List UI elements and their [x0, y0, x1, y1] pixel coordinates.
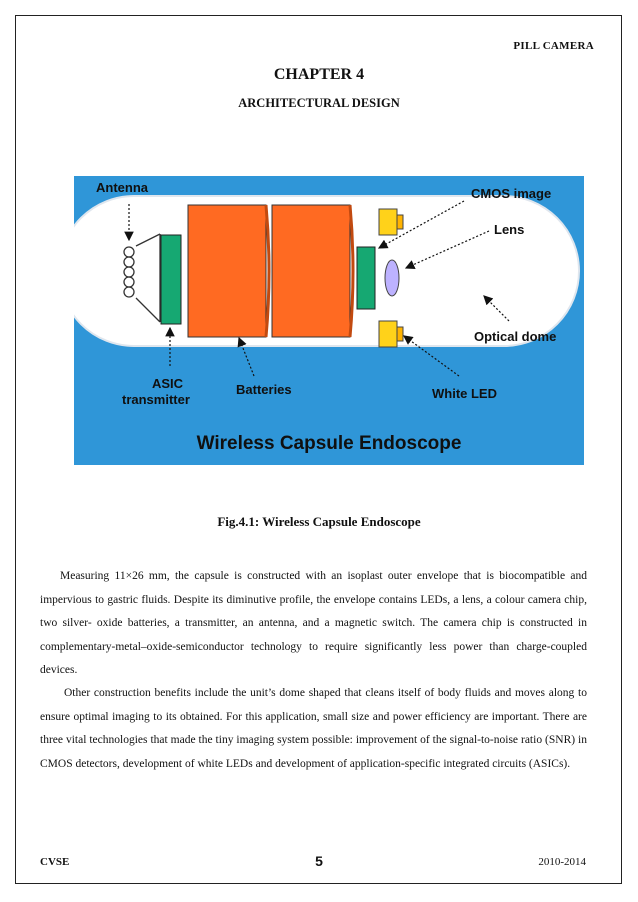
capsule-diagram: Antenna CMOS image Lens Optical dome ASI… — [74, 176, 584, 465]
white-led-top — [378, 208, 404, 236]
white-led-bottom — [378, 320, 404, 348]
page-border — [15, 15, 622, 884]
antenna-coil — [123, 233, 161, 323]
cmos-image-chip — [356, 246, 376, 310]
paragraph-2: Other construction benefits include the … — [40, 682, 587, 776]
asic-chip — [160, 234, 182, 325]
lens-label: Lens — [494, 222, 524, 237]
paragraph-1-text: Measuring 11×26 mm, the capsule is const… — [40, 570, 587, 676]
footer-years: 2010-2014 — [538, 856, 586, 868]
transmitter-label: transmitter — [122, 392, 190, 407]
cmos-label: CMOS image — [471, 186, 551, 201]
paragraph-2-text: Other construction benefits include the … — [40, 687, 587, 770]
footer-department: CVSE — [40, 856, 70, 868]
antenna-label: Antenna — [96, 180, 149, 195]
running-header: PILL CAMERA — [513, 40, 594, 52]
page-number: 5 — [315, 853, 323, 869]
lens — [384, 259, 400, 297]
optical-dome-label: Optical dome — [474, 329, 556, 344]
paragraph-1: Measuring 11×26 mm, the capsule is const… — [40, 565, 587, 683]
figure-caption: Fig.4.1: Wireless Capsule Endoscope — [217, 514, 421, 529]
figure-banner-title: Wireless Capsule Endoscope — [197, 433, 462, 454]
batteries-label: Batteries — [236, 382, 292, 397]
battery-1 — [187, 204, 267, 338]
white-led-label: White LED — [432, 386, 497, 401]
section-heading: ARCHITECTURAL DESIGN — [238, 96, 400, 110]
chapter-heading: CHAPTER 4 — [273, 66, 365, 83]
capsule-figure: Antenna CMOS image Lens Optical dome ASI… — [74, 176, 584, 465]
asic-label: ASIC — [152, 376, 184, 391]
battery-2 — [271, 204, 351, 338]
